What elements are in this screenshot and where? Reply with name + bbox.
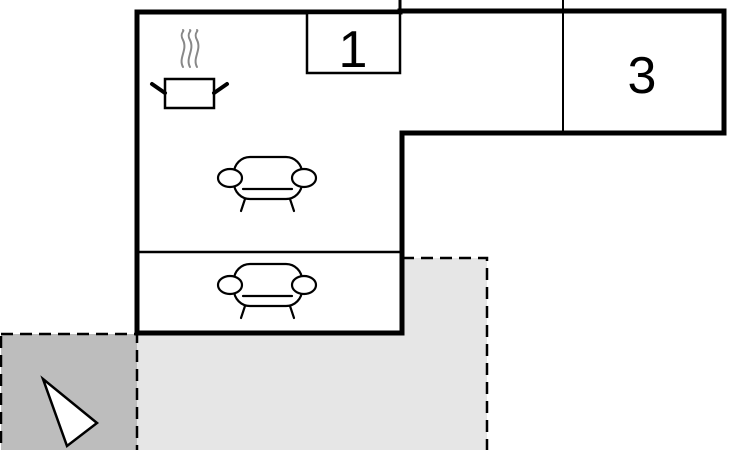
room-2-area	[398, 0, 564, 133]
room-1-label-box: 1	[305, 11, 402, 79]
room-1-number: 1	[339, 21, 368, 79]
terrace-area	[137, 258, 487, 450]
room-3-number: 3	[628, 47, 657, 105]
sofa-icon	[216, 155, 318, 213]
sofa-icon	[216, 262, 318, 320]
compass-arrow-icon	[40, 375, 100, 449]
terrace-dashed-border	[402, 256, 489, 450]
cooking-pot-icon	[150, 29, 229, 110]
outer-wall	[134, 8, 727, 336]
